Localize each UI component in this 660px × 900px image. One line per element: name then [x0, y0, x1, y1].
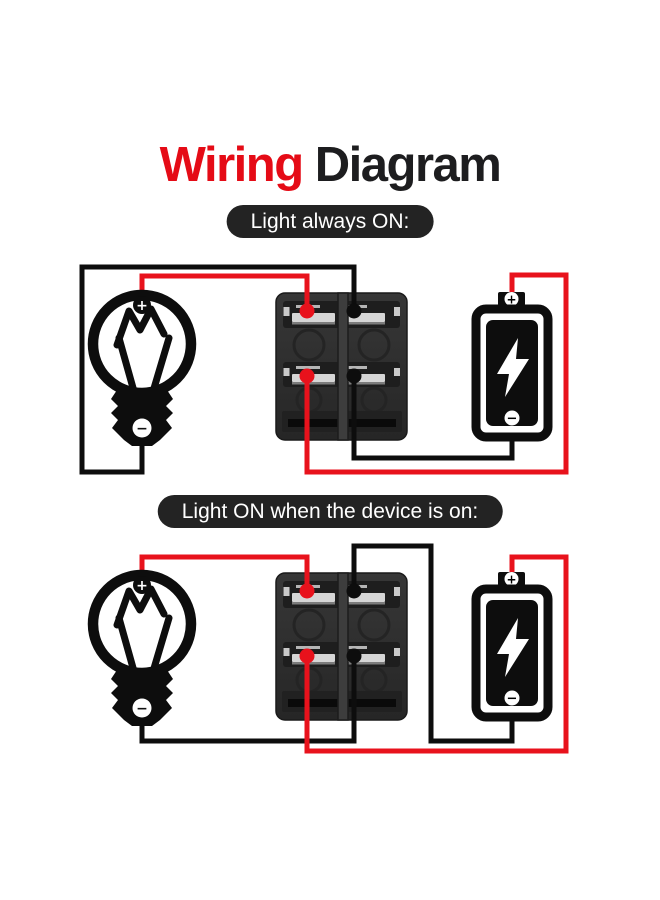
- wire-battery-plus-to-switch-bottom-left: [304, 554, 569, 754]
- terminal-dot-top-left: [299, 303, 315, 319]
- terminal-dot-top-right: [346, 583, 362, 599]
- rocker-switch: [274, 291, 409, 442]
- title-word-wiring: Wiring: [159, 138, 304, 192]
- light-bulb: [93, 295, 191, 446]
- wire-switch-top-right-to-battery-minus: [351, 543, 515, 744]
- wire-battery-plus-to-switch-bottom-left: [304, 272, 569, 475]
- section-label-light-always-on: Light always ON:: [226, 205, 434, 238]
- terminal-dot-bottom-left: [299, 648, 315, 664]
- rocker-switch: [274, 571, 409, 722]
- title-word-diagram: Diagram: [314, 138, 502, 192]
- page-title: Wiring Diagram: [0, 140, 660, 190]
- terminal-dot-bottom-right: [346, 368, 362, 384]
- terminal-dot-top-left: [299, 583, 315, 599]
- wire-bulb-minus-to-switch-top-right: [79, 264, 357, 475]
- section-label-light-on-when-device-on: Light ON when the device is on:: [157, 495, 503, 528]
- battery: [476, 572, 548, 717]
- terminal-dot-bottom-right: [346, 648, 362, 664]
- wire-bulb-plus-to-switch-top-left: [139, 554, 310, 590]
- wire-bulb-minus-to-switch-bottom-right: [139, 656, 357, 744]
- circuit-diagram-on-with-device: [0, 543, 569, 754]
- light-bulb: [93, 575, 191, 726]
- wire-switch-bottom-right-to-battery-minus: [351, 374, 515, 461]
- battery: [476, 292, 548, 437]
- wire-bulb-plus-to-switch-top-left: [139, 273, 310, 310]
- terminal-dot-top-right: [346, 303, 362, 319]
- circuit-diagram-always-on: + − + −: [79, 264, 569, 475]
- terminal-dot-bottom-left: [299, 368, 315, 384]
